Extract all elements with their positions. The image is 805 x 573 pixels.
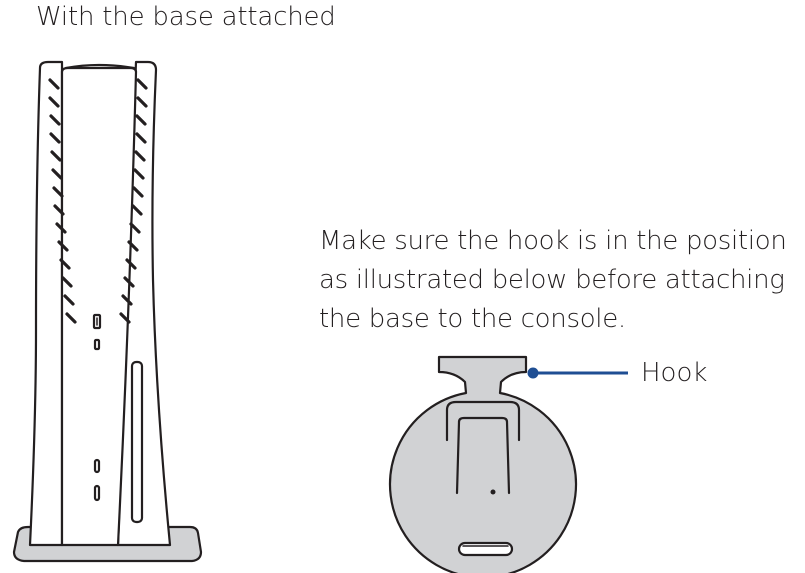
eject-button <box>93 484 101 502</box>
console-left-cover <box>28 60 64 547</box>
screw-mount-recess <box>455 416 511 495</box>
base-outline <box>388 355 578 573</box>
screw-mount-rim <box>445 400 521 442</box>
screw-hole <box>490 489 496 495</box>
right-vent-stripes <box>119 78 148 324</box>
usb-a-port <box>93 338 101 351</box>
base-detail-illustration <box>388 355 578 573</box>
hook-callout-label: Hook <box>641 358 708 388</box>
hook-callout-dot <box>527 367 539 379</box>
console-illustration <box>12 60 203 563</box>
hook-position-instruction: Make sure the hook is in the position as… <box>319 222 787 339</box>
left-vent-stripes <box>48 78 77 324</box>
console-with-base-heading: With the base attached <box>36 2 336 32</box>
hook-callout <box>527 367 628 379</box>
instruction-line-2: as illustrated below before attaching <box>319 265 785 295</box>
instruction-line-1: Make sure the hook is in the position <box>319 226 787 256</box>
instruction-line-3: the base to the console. <box>319 304 626 334</box>
disc-slot <box>130 360 144 524</box>
console-top-edge <box>64 63 136 70</box>
base-bottom-slot <box>457 541 514 557</box>
power-button <box>93 458 101 474</box>
